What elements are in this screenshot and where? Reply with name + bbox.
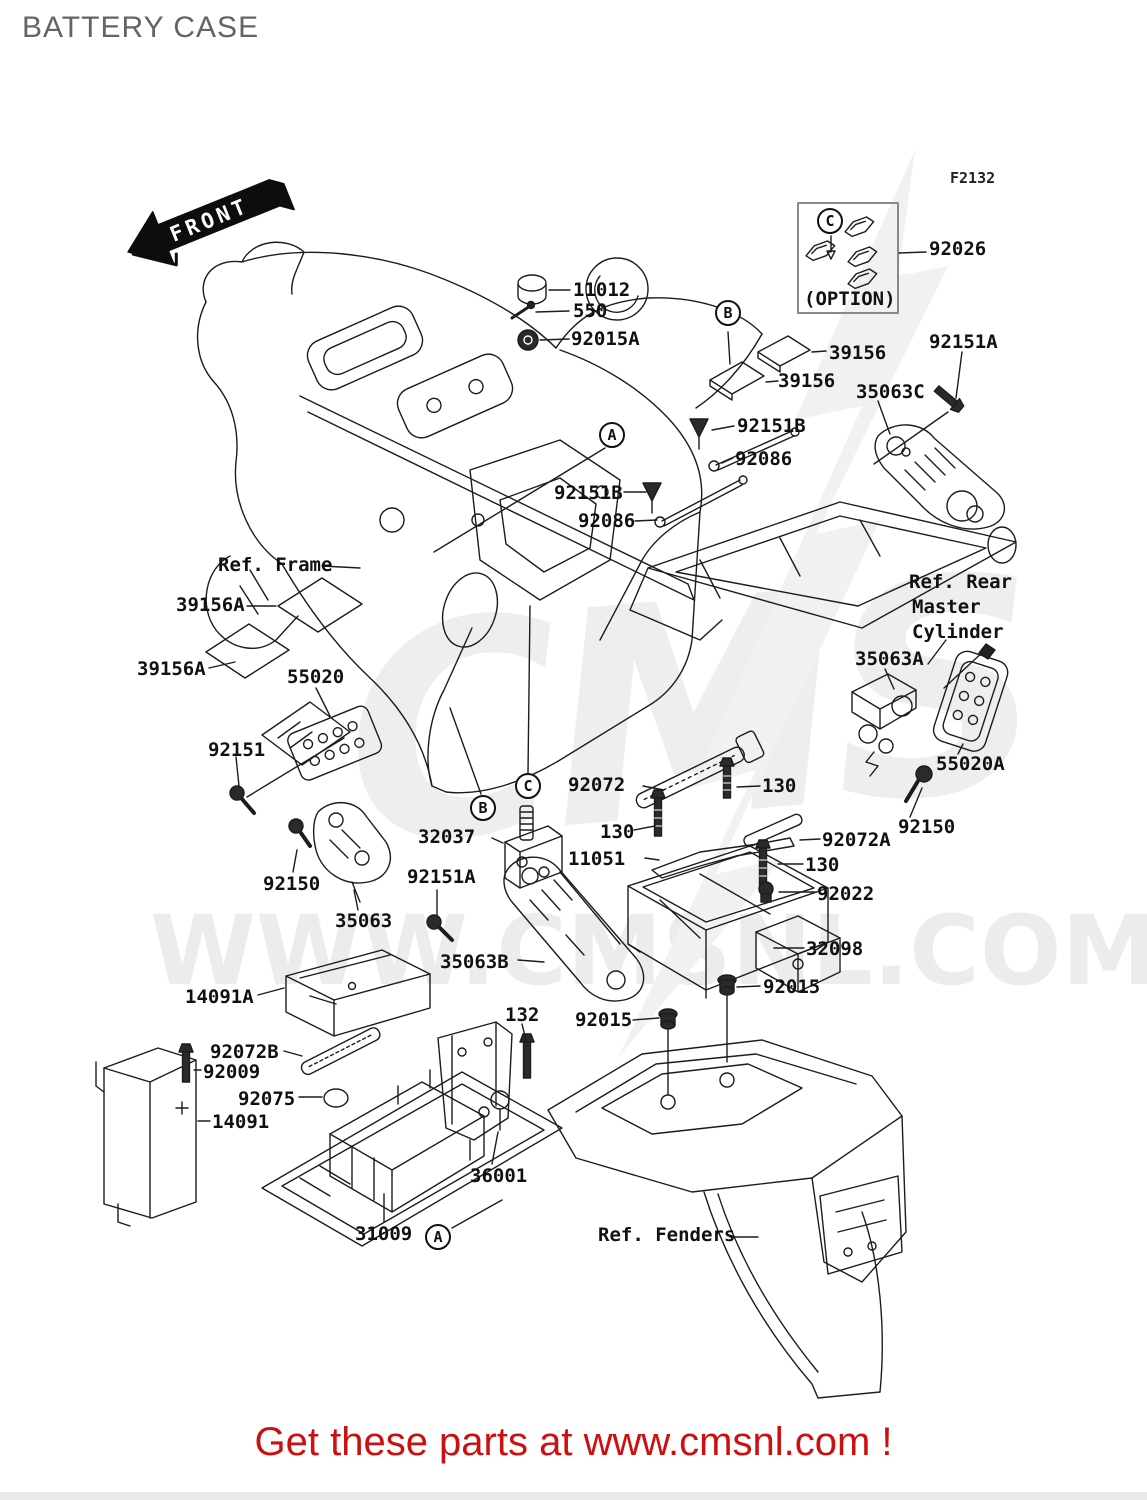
strap-92072b-drawing bbox=[300, 1027, 381, 1076]
part-label: 92026 bbox=[929, 238, 987, 260]
leader-lines bbox=[193, 289, 964, 1238]
holder-32037-drawing bbox=[504, 805, 563, 889]
part-label: 92150 bbox=[898, 816, 956, 838]
part-label: 92072A bbox=[822, 829, 891, 851]
page-title: BATTERY CASE bbox=[22, 11, 260, 44]
part-label: 32037 bbox=[418, 826, 476, 848]
part-label: 92151A bbox=[407, 866, 476, 888]
part-label: 92075 bbox=[238, 1088, 296, 1110]
watermark-lightning bbox=[618, 150, 948, 1058]
watermark-url: WWW.CMSNL.COM bbox=[150, 895, 1147, 1007]
part-label: 14091 bbox=[212, 1111, 270, 1133]
bracket-32098-drawing bbox=[755, 915, 841, 993]
callout-a-top: A bbox=[599, 422, 625, 448]
part-label: 55020A bbox=[936, 753, 1005, 775]
bottom-strip bbox=[0, 1492, 1147, 1500]
part-label: 130 bbox=[600, 821, 635, 843]
part-label: 39156 bbox=[778, 370, 836, 392]
cover-14091a-drawing bbox=[285, 949, 431, 1037]
part-label: 32098 bbox=[806, 938, 864, 960]
part-label: 92151A bbox=[929, 331, 998, 353]
bracket-35063-drawing bbox=[312, 802, 391, 903]
part-label: 35063C bbox=[856, 381, 925, 403]
ref-rear-master-cylinder-label: Ref. Rear bbox=[909, 571, 1012, 593]
callout-b-top: B bbox=[715, 300, 741, 326]
ref-rear-master-cylinder-label: Master bbox=[912, 596, 981, 618]
part-label: 35063 bbox=[335, 910, 393, 932]
part-label: 39156A bbox=[137, 658, 206, 680]
part-label: 35063A bbox=[855, 648, 924, 670]
part-label: 36001 bbox=[470, 1165, 528, 1187]
bracket-35063b-drawing bbox=[503, 856, 645, 1002]
front-arrow-label: FRONT bbox=[167, 193, 253, 246]
option-box bbox=[797, 202, 927, 314]
callout-c-mid: C bbox=[515, 773, 541, 799]
part-label: 55020 bbox=[287, 666, 345, 688]
bracket-35063c-drawing bbox=[874, 424, 1006, 530]
part-label: 132 bbox=[505, 1004, 540, 1026]
part-label: 92151B bbox=[554, 482, 623, 504]
pad-39156-drawing bbox=[709, 335, 811, 401]
part-label: 92015A bbox=[571, 328, 640, 350]
part-label: 92151 bbox=[208, 739, 266, 761]
clip-92026-glyphs bbox=[805, 216, 878, 290]
part-label: 92022 bbox=[817, 883, 875, 905]
bracket-11051-drawing bbox=[651, 837, 795, 879]
ref-rear-master-cylinder-label: Cylinder bbox=[912, 621, 1004, 643]
ref-fenders-label: Ref. Fenders bbox=[598, 1224, 736, 1246]
strap-92072a-drawing bbox=[743, 813, 803, 848]
promo-banner: Get these parts at www.cmsnl.com ! bbox=[254, 1420, 893, 1464]
part-label: 92151B bbox=[737, 415, 806, 437]
subframe-drawing bbox=[629, 501, 1017, 641]
part-label: 11012 bbox=[573, 279, 631, 301]
front-arrow: FRONT bbox=[127, 179, 295, 267]
part-label: 92086 bbox=[735, 448, 793, 470]
part-label: 92150 bbox=[263, 873, 321, 895]
tray-31009-drawing bbox=[261, 1069, 563, 1247]
part-label: 92072 bbox=[568, 774, 626, 796]
part-label: 39156A bbox=[176, 594, 245, 616]
part-label: 35063B bbox=[440, 951, 509, 973]
part-label: 92009 bbox=[203, 1061, 261, 1083]
case-14091-drawing bbox=[95, 1047, 197, 1227]
part-label: 92015 bbox=[763, 976, 821, 998]
plate-55020a-drawing bbox=[932, 650, 1009, 752]
rear-fender-drawing bbox=[547, 1039, 907, 1399]
callout-a-bottom: A bbox=[425, 1224, 451, 1250]
frame-drawing bbox=[196, 241, 763, 794]
option-caption: (OPTION) bbox=[804, 288, 896, 310]
part-label: 39156 bbox=[829, 342, 887, 364]
part-label: 31009 bbox=[355, 1223, 413, 1245]
part-label: 92072B bbox=[210, 1041, 279, 1063]
part-label: 92015 bbox=[575, 1009, 633, 1031]
junction-55020-drawing bbox=[261, 701, 383, 781]
ref-frame-label: Ref. Frame bbox=[218, 554, 333, 576]
part-label: 130 bbox=[805, 854, 840, 876]
callout-c-option: C bbox=[817, 208, 843, 234]
part-label: 92086 bbox=[578, 510, 636, 532]
part-label: 550 bbox=[573, 300, 608, 322]
bracket-36001-drawing bbox=[437, 1021, 513, 1161]
callout-b-mid: B bbox=[470, 795, 496, 821]
fastener-glyphs bbox=[178, 274, 965, 1108]
pad-39156a-drawing bbox=[205, 577, 363, 679]
part-label: 14091A bbox=[185, 986, 254, 1008]
figure-code: F2132 bbox=[950, 169, 996, 187]
part-label: 11051 bbox=[568, 848, 626, 870]
part-label: 130 bbox=[762, 775, 797, 797]
